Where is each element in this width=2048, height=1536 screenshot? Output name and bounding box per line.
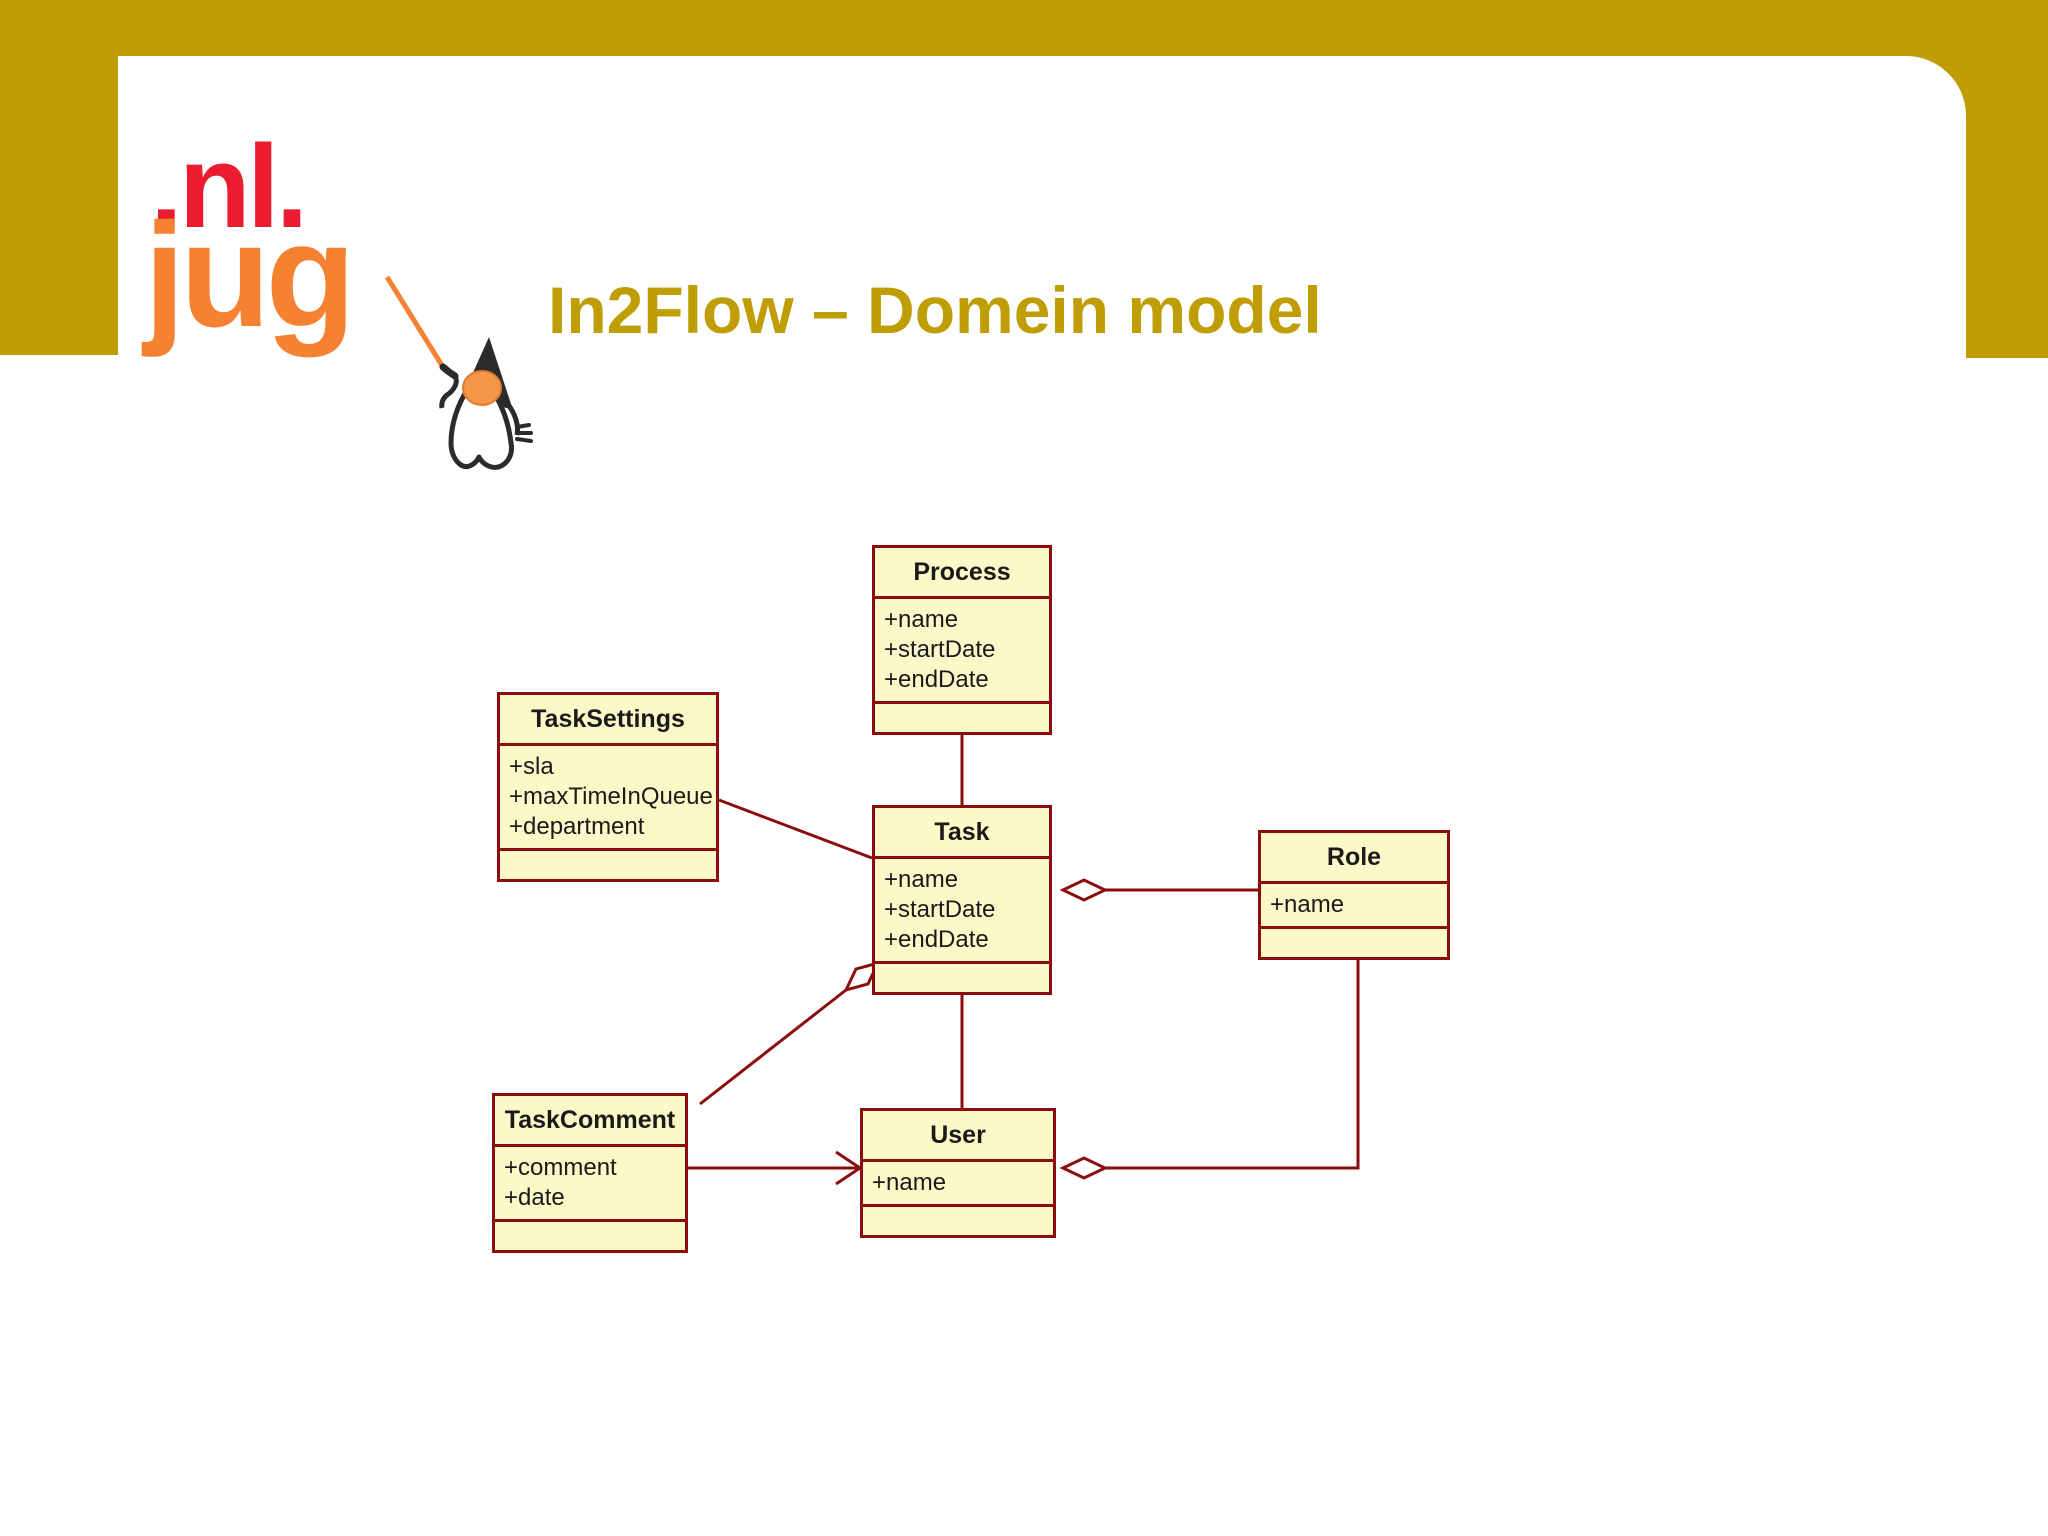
uml-attribute-compartment: +sla +maxTimeInQueue +department: [500, 746, 716, 851]
uml-class-tasksettings[interactable]: TaskSettings +sla +maxTimeInQueue +depar…: [497, 692, 719, 882]
uml-attribute: +sla: [509, 753, 554, 780]
edge-tasksettings-task: [718, 798, 873, 860]
logo-jug-text: jug: [144, 193, 356, 358]
uml-attribute: +department: [509, 813, 645, 840]
uml-class-taskcomment[interactable]: TaskComment +comment +date: [492, 1093, 688, 1253]
uml-attribute: +endDate: [884, 666, 989, 693]
uml-attribute: +date: [504, 1184, 565, 1211]
uml-class-user[interactable]: User +name: [860, 1108, 1056, 1238]
edge-user-role: [1105, 949, 1360, 1170]
uml-attribute: +name: [884, 866, 959, 893]
duke-mascot-icon: [385, 275, 533, 470]
aggregation-diamond-task-role: [1059, 878, 1109, 902]
uml-operation-compartment: [1261, 929, 1447, 957]
aggregation-diamond-task-taskcomment: [843, 960, 881, 993]
header-band-left: [0, 0, 118, 355]
aggregation-diamond-user-role: [1059, 1156, 1109, 1180]
uml-attribute: +name: [872, 1169, 947, 1196]
uml-attribute-compartment: +name: [1261, 884, 1447, 929]
header-white-panel: [118, 56, 1966, 362]
uml-operation-compartment: [500, 851, 716, 879]
uml-class-role[interactable]: Role +name: [1258, 830, 1450, 960]
page-title: In2Flow – Domein model: [548, 273, 1322, 347]
uml-operation-compartment: [875, 704, 1049, 732]
uml-attribute: +comment: [504, 1154, 617, 1181]
uml-attribute-compartment: +name: [863, 1162, 1053, 1207]
uml-attribute: +startDate: [884, 636, 996, 663]
uml-class-name: TaskComment: [495, 1096, 685, 1147]
uml-attribute: +endDate: [884, 926, 989, 953]
uml-class-name: Process: [875, 548, 1049, 599]
uml-attribute: +startDate: [884, 896, 996, 923]
uml-class-name: TaskSettings: [500, 695, 716, 746]
uml-attribute: +name: [884, 606, 959, 633]
uml-attribute-compartment: +name +startDate +endDate: [875, 599, 1049, 704]
uml-operation-compartment: [875, 964, 1049, 992]
slide-header: [0, 0, 2048, 362]
uml-operation-compartment: [863, 1207, 1053, 1235]
uml-class-task[interactable]: Task +name +startDate +endDate: [872, 805, 1052, 995]
logo-nl-text: .nl.: [150, 121, 308, 253]
uml-class-name: Role: [1261, 833, 1447, 884]
uml-class-name: Task: [875, 808, 1049, 859]
nljug-logo: .nl. jug: [144, 121, 410, 368]
uml-attribute-compartment: +name +startDate +endDate: [875, 859, 1049, 964]
uml-attribute-compartment: +comment +date: [495, 1147, 685, 1222]
header-band-top: [0, 0, 2048, 62]
uml-class-name: User: [863, 1111, 1053, 1162]
uml-attribute: +maxTimeInQueue: [509, 783, 713, 810]
uml-operation-compartment: [495, 1222, 685, 1250]
uml-class-process[interactable]: Process +name +startDate +endDate: [872, 545, 1052, 735]
uml-attribute: +name: [1270, 891, 1345, 918]
edge-task-taskcomment: [699, 988, 847, 1106]
